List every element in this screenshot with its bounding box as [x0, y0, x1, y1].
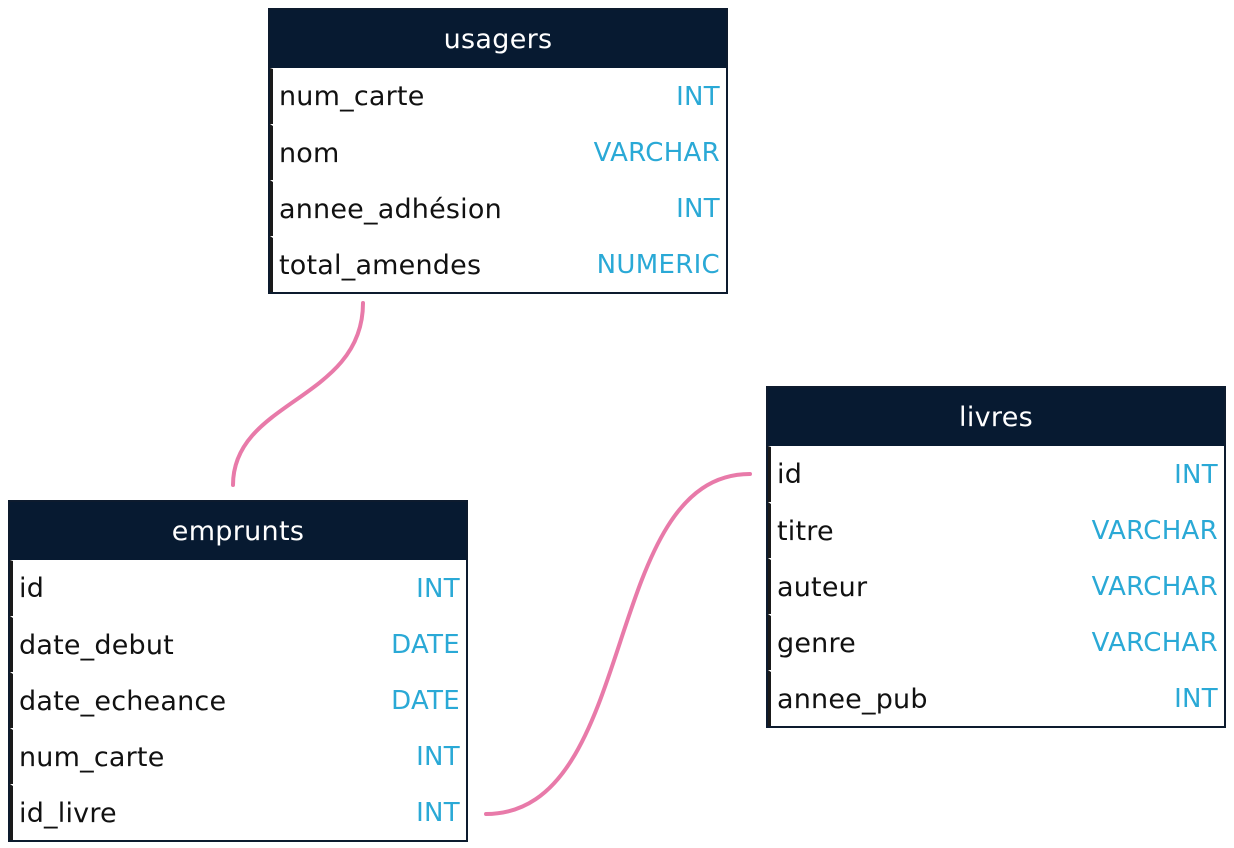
- column-name: genre: [777, 627, 856, 659]
- relation-usagers-emprunts: [231, 301, 365, 487]
- column-type: INT: [416, 573, 460, 604]
- table-title: livres: [959, 401, 1033, 433]
- column-type: INT: [1174, 684, 1218, 714]
- table-row[interactable]: auteur VARCHAR: [768, 558, 1224, 614]
- column-name: annee_pub: [777, 683, 928, 715]
- column-type: VARCHAR: [1091, 628, 1218, 658]
- column-name: date_echeance: [19, 685, 227, 717]
- table-emprunts[interactable]: emprunts id INT date_debut DATE date_ech…: [8, 500, 468, 842]
- table-row[interactable]: date_echeance DATE: [10, 672, 466, 728]
- table-row[interactable]: id INT: [768, 446, 1224, 502]
- table-row[interactable]: titre VARCHAR: [768, 502, 1224, 558]
- column-name: titre: [777, 515, 834, 547]
- column-type: DATE: [391, 630, 460, 660]
- column-name: annee_adhésion: [279, 193, 502, 225]
- table-row[interactable]: genre VARCHAR: [768, 614, 1224, 670]
- column-type: INT: [676, 81, 720, 112]
- relation-emprunts-livres: [484, 472, 752, 816]
- table-header: livres: [768, 388, 1224, 446]
- column-name: id: [19, 573, 45, 604]
- table-row[interactable]: total_amendes NUMERIC: [270, 236, 726, 292]
- column-name: num_carte: [279, 81, 425, 112]
- column-name: auteur: [777, 571, 868, 603]
- column-name: date_debut: [19, 629, 174, 661]
- column-name: num_carte: [19, 741, 165, 773]
- table-row[interactable]: id INT: [10, 560, 466, 616]
- column-name: id_livre: [19, 797, 117, 829]
- table-header: usagers: [270, 10, 726, 68]
- table-livres[interactable]: livres id INT titre VARCHAR auteur VARCH…: [766, 386, 1226, 728]
- column-type: DATE: [391, 686, 460, 716]
- table-row[interactable]: num_carte INT: [270, 68, 726, 124]
- column-type: NUMERIC: [596, 250, 720, 280]
- column-name: id: [777, 459, 803, 490]
- table-row[interactable]: id_livre INT: [10, 784, 466, 840]
- column-type: INT: [416, 798, 460, 828]
- table-row[interactable]: num_carte INT: [10, 728, 466, 784]
- table-header: emprunts: [10, 502, 466, 560]
- table-row[interactable]: date_debut DATE: [10, 616, 466, 672]
- column-name: nom: [279, 137, 340, 169]
- table-row[interactable]: annee_adhésion INT: [270, 180, 726, 236]
- column-type: INT: [416, 742, 460, 772]
- column-name: total_amendes: [279, 249, 482, 281]
- table-row[interactable]: annee_pub INT: [768, 670, 1224, 726]
- column-type: VARCHAR: [1091, 572, 1218, 602]
- table-row[interactable]: nom VARCHAR: [270, 124, 726, 180]
- table-usagers[interactable]: usagers num_carte INT nom VARCHAR annee_…: [268, 8, 728, 294]
- column-type: INT: [1174, 459, 1218, 490]
- column-type: INT: [676, 194, 720, 224]
- column-type: VARCHAR: [1091, 516, 1218, 546]
- table-title: emprunts: [171, 515, 305, 547]
- column-type: VARCHAR: [593, 138, 720, 168]
- table-title: usagers: [443, 23, 553, 55]
